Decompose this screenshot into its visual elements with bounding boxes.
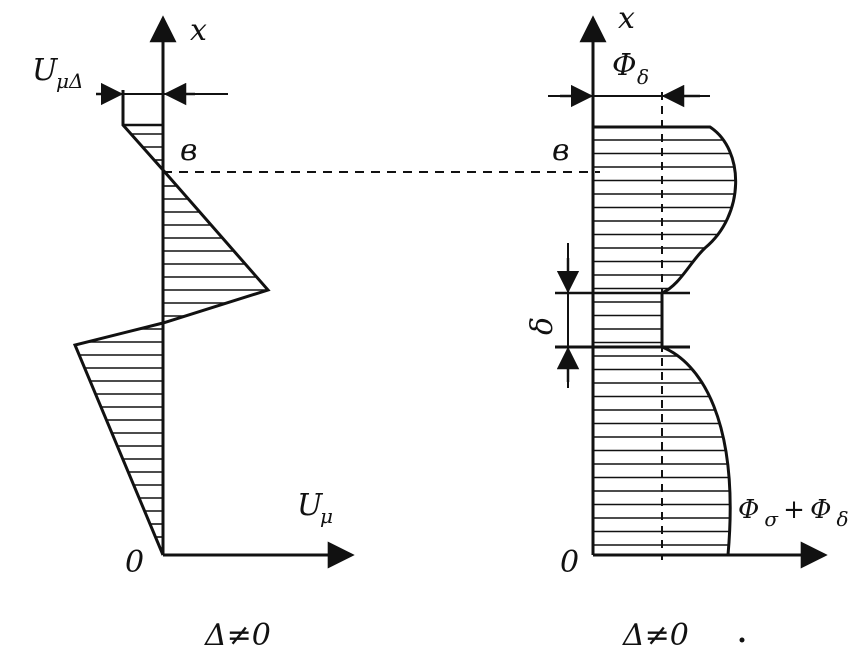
stray-dot — [739, 637, 745, 643]
right-hatching — [593, 139, 736, 546]
right-width-label-sub: δ — [637, 65, 649, 89]
left-potential-profile — [72, 90, 271, 556]
curve-label-phi-1: Φ — [738, 495, 759, 525]
right-curve-label: Φ σ + Φ δ — [738, 495, 849, 531]
curve-label-phi-2: Φ — [810, 495, 831, 525]
left-width-label: U — [32, 53, 59, 88]
right-origin-label: 0 — [560, 545, 579, 580]
curve-label-sub-1: σ — [764, 507, 779, 531]
left-diagram: x U μΔ в U μ 0 Δ≠0 — [32, 13, 355, 653]
left-origin-label: 0 — [125, 545, 144, 580]
right-diagram: x Φ δ в δ Φ σ + Φ δ 0 Δ≠0 — [525, 1, 849, 653]
left-x-axis-label: x — [190, 13, 207, 48]
right-x-axis-label: x — [618, 1, 635, 36]
left-horizontal-axis-label: U — [297, 488, 324, 523]
right-point-b-label: в — [552, 133, 569, 168]
curve-label-plus: + — [783, 495, 805, 525]
left-hatching — [79, 133, 268, 538]
left-point-b-label: в — [180, 133, 197, 168]
right-width-label: Φ — [612, 48, 637, 83]
gap-label: δ — [525, 317, 560, 335]
left-width-label-sub: μΔ — [56, 69, 83, 93]
curve-label-sub-2: δ — [836, 507, 848, 531]
right-flux-profile — [593, 125, 738, 557]
left-horizontal-axis-label-sub: μ — [320, 504, 333, 528]
right-caption: Δ≠0 — [622, 618, 689, 653]
left-caption: Δ≠0 — [204, 618, 271, 653]
